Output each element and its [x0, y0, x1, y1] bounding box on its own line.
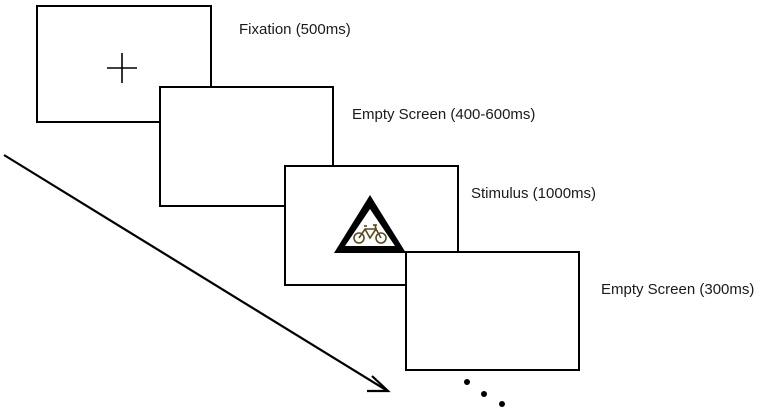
stimulus-label: Stimulus (1000ms): [471, 185, 597, 202]
empty-screen-1-label: Empty Screen (400-600ms): [352, 106, 536, 123]
fixation-label: Fixation (500ms): [239, 21, 351, 38]
empty-screen-2: [405, 251, 580, 371]
continuation-dot: [464, 379, 470, 385]
continuation-dot: [499, 401, 505, 407]
empty-screen-2-label: Empty Screen (300ms): [601, 281, 755, 298]
continuation-dot: [481, 391, 487, 397]
bicycle-warning-sign-icon: [334, 195, 406, 253]
fixation-cross-icon: [107, 53, 137, 83]
